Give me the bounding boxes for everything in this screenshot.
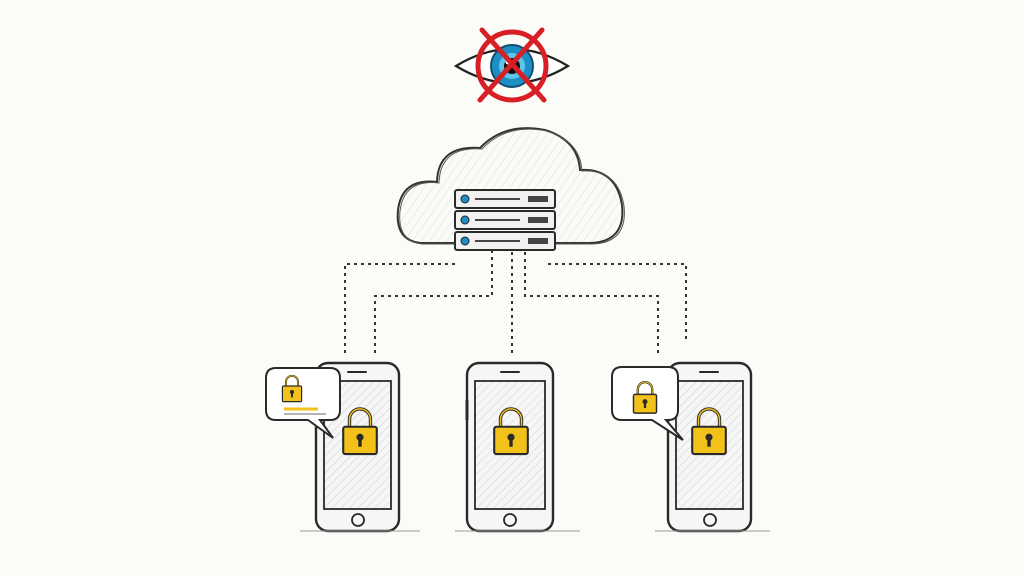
- eye-crossed-out-icon: [453, 27, 571, 103]
- prohibition-circle-icon: [475, 29, 549, 103]
- smartphone-icon: [465, 361, 555, 533]
- smartphone-icon: [666, 361, 753, 533]
- dotted-connections: [344, 250, 687, 355]
- connection-line: [374, 250, 493, 355]
- chat-bubble-icon: [265, 367, 341, 439]
- connection-line: [548, 263, 687, 342]
- connection-line: [524, 252, 659, 355]
- connection-line: [344, 263, 455, 355]
- cloud-icon: [396, 127, 625, 245]
- chat-bubble-icon: [611, 366, 684, 441]
- server-rack-icon: [454, 189, 556, 251]
